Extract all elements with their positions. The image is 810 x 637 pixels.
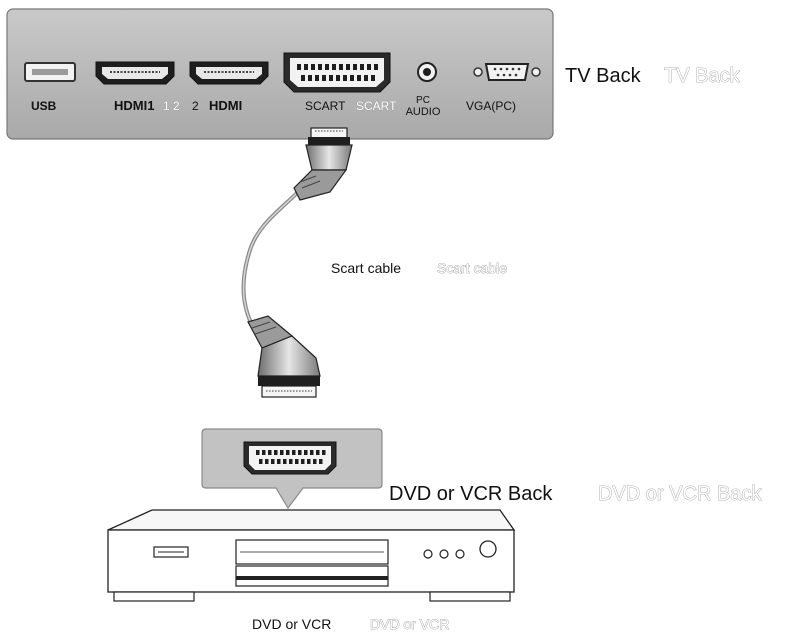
hdmi2-label: HDMI (209, 98, 242, 113)
tv-back-title-ghost: TV Back (664, 65, 741, 87)
hdmi2-number: 2 (192, 99, 199, 113)
dvd-back-title-ghost: DVD or VCR Back (598, 483, 762, 505)
hdmi1-port-icon (95, 61, 175, 85)
vga-label: VGA(PC) (466, 99, 516, 113)
pc-audio-label-line1: PC (416, 95, 430, 106)
dvd-vcr-device-icon (107, 509, 516, 602)
tv-back-panel: USB HDMI1 1 2 2 HDMI SCART SCART (6, 8, 554, 140)
scart-label-ghost: SCART (356, 99, 397, 113)
vga-port-icon (473, 63, 541, 81)
hdmi2-port-icon (189, 61, 269, 85)
scart-cable (241, 127, 353, 398)
usb-port-icon (24, 62, 76, 82)
dvd-back-callout (201, 428, 383, 510)
pc-audio-jack-icon (417, 62, 437, 82)
hdmi-numbers-ghost: 1 2 (163, 99, 180, 113)
scart-label: SCART (305, 99, 346, 113)
dvd-back-title: DVD or VCR Back (389, 483, 553, 505)
usb-label: USB (31, 99, 57, 113)
scart-cable-label: Scart cable (331, 260, 401, 276)
scart-plug-bottom-icon (247, 315, 321, 398)
scart-cable-label-ghost: Scart cable (437, 260, 507, 276)
scart-plug-top-icon (293, 127, 353, 201)
dvd-caption: DVD or VCR (252, 616, 331, 632)
dvd-caption-ghost: DVD or VCR (370, 616, 449, 632)
dvd-scart-port-icon (243, 441, 337, 475)
scart-port-icon (283, 52, 391, 93)
hdmi1-label: HDMI1 (114, 98, 154, 113)
pc-audio-label-line2: AUDIO (406, 106, 441, 118)
tv-back-title: TV Back (565, 65, 642, 87)
